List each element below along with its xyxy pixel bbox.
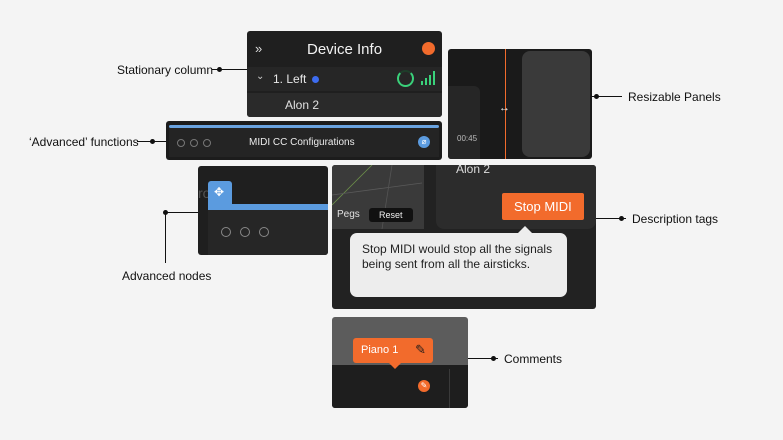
connector-dot [594,94,599,99]
left-pane [448,86,480,159]
orange-status-dot [422,42,435,55]
connector-dot [491,356,496,361]
connector-resizable-panels [592,96,622,97]
move-handle[interactable]: ✥ [208,181,232,205]
device-row-label: 1. Left [273,72,307,86]
blue-dot-icon [312,76,319,83]
tooltip-pointer [517,226,533,234]
resize-arrows-icon[interactable]: ↔ [499,102,510,114]
move-icon: ✥ [214,185,225,199]
stop-midi-button[interactable]: Stop MIDI [502,193,584,220]
nodes-panel: ro ✥ [198,166,328,255]
description-panel: Pegs Reset Alon 2 Stop MIDI Stop MIDI wo… [332,165,596,309]
pegs-label: Pegs [337,209,360,220]
device-row-alon[interactable]: Alon 2 [247,93,442,117]
connector-advanced-nodes-v [165,212,166,263]
annotation-stationary-column: Stationary column [117,63,214,77]
chevron-down-icon[interactable]: ⌄ [256,71,265,82]
connector-dot [163,210,168,215]
pegs-area: Pegs Reset [332,165,424,229]
device-row-left[interactable]: ⌄ 1. Left [247,67,442,91]
midi-cc-row[interactable]: MIDI CC Configurations ⌀ [169,128,439,157]
resize-divider[interactable] [505,49,506,159]
device-row-label: Alon 2 [285,98,320,112]
comment-tag-pointer [389,363,401,369]
connector-dot [150,139,155,144]
connector-description-tags [596,218,626,219]
annotation-advanced-functions: ‘Advanced’ functions [29,135,139,149]
right-pane [522,51,590,157]
connector-advanced-nodes-h [165,212,198,213]
device-info-title: Device Info [307,41,383,58]
link-icon[interactable]: ⌀ [418,136,430,148]
accent-bar [169,125,439,128]
time-label: 00:45 [457,134,478,143]
double-chevron-right-icon[interactable]: » [255,41,263,56]
device-area-label: Alon 2 [456,165,491,176]
signal-bars-icon [421,71,435,85]
connector-stationary-column [212,69,247,70]
annotation-resizable-panels: Resizable Panels [628,90,721,104]
progress-ring-icon [397,70,414,87]
comments-divider [449,369,450,408]
node-highlight-bar [208,204,328,210]
comments-lower-area [332,365,468,408]
annotation-advanced-nodes: Advanced nodes [122,269,212,283]
window-dots-icon [177,139,211,147]
comment-tag-label: Piano 1 [361,344,399,356]
connector-dot [217,67,222,72]
pencil-icon[interactable]: ✎ [415,342,426,357]
device-info-panel: » Device Info ⌄ 1. Left Alon 2 [247,31,442,117]
connector-comments [468,358,498,359]
reset-button[interactable]: Reset [369,208,413,222]
device-area: Alon 2 Stop MIDI [436,165,596,229]
partial-node-text: ro [198,185,211,201]
midi-cc-title: MIDI CC Configurations [249,137,355,148]
connector-dot [619,216,624,221]
annotation-description-tags: Description tags [632,212,719,226]
annotation-comments: Comments [504,352,563,366]
tooltip-text: Stop MIDI would stop all the signals bei… [362,242,553,271]
comment-tag[interactable]: Piano 1 ✎ [353,338,433,363]
comments-panel: Piano 1 ✎ ✎ [332,317,468,408]
comment-marker-icon[interactable]: ✎ [418,380,430,392]
resizable-panel: 00:45 ↔ [448,49,592,159]
midi-cc-panel: MIDI CC Configurations ⌀ [166,121,442,160]
node-ports-icon[interactable] [221,227,269,237]
tooltip: Stop MIDI would stop all the signals bei… [350,233,567,297]
